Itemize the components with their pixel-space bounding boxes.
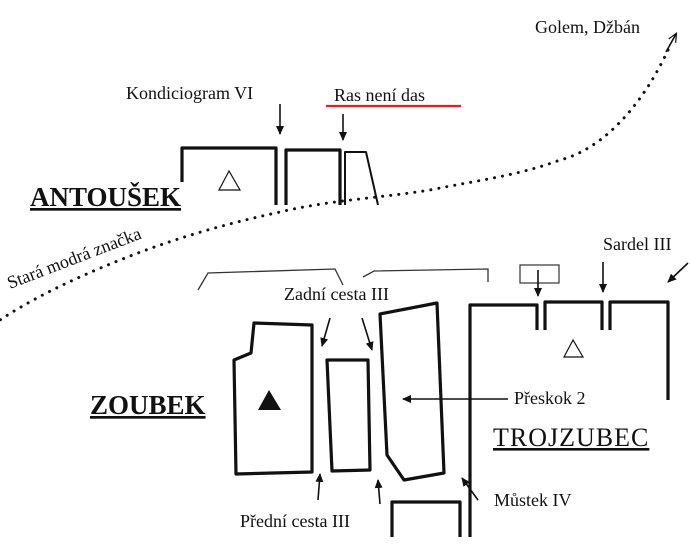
zoubek-rocks [232,301,446,482]
sardel-arrow-2 [667,262,689,283]
predni-cesta-arrow-left [315,473,324,501]
sardel-box [519,264,560,284]
antousek-label: ANTOUŠEK [30,182,181,212]
zoubek-label: ZOUBEK [90,390,206,420]
predni-cesta-arrow-right [374,479,383,505]
preskok-label: Přeskok 2 [514,388,586,408]
trojzubec-outline-thin [362,268,489,282]
kondiciogram-label: Kondiciogram VI [126,83,253,103]
sardel-label: Sardel III [603,234,671,254]
zadni-cesta-arrow-right [361,317,374,351]
golem-path-arrow [665,34,676,53]
trojzubec-label: TROJZUBEC [493,423,649,452]
mustek-label: Můstek IV [494,490,572,510]
antousek-rocks [180,146,379,206]
trojzubec-rocks [390,264,670,537]
predni-cesta-label: Přední cesta III [240,511,350,531]
zoubek-outline-thin [197,268,344,291]
trojzubec-summit-icon [563,338,585,358]
zadni-cesta-arrow-left [320,317,331,347]
antousek-summit-icon [218,169,242,191]
mustek-arrow [461,477,479,501]
ras-neni-das-label: Ras není das [334,85,425,105]
zoubek-summit-icon [258,390,281,410]
zadni-cesta-label: Zadní cesta III [284,284,389,304]
golem-dzban-label: Golem, Džbán [535,17,640,37]
golem-dzban-path [0,48,670,322]
